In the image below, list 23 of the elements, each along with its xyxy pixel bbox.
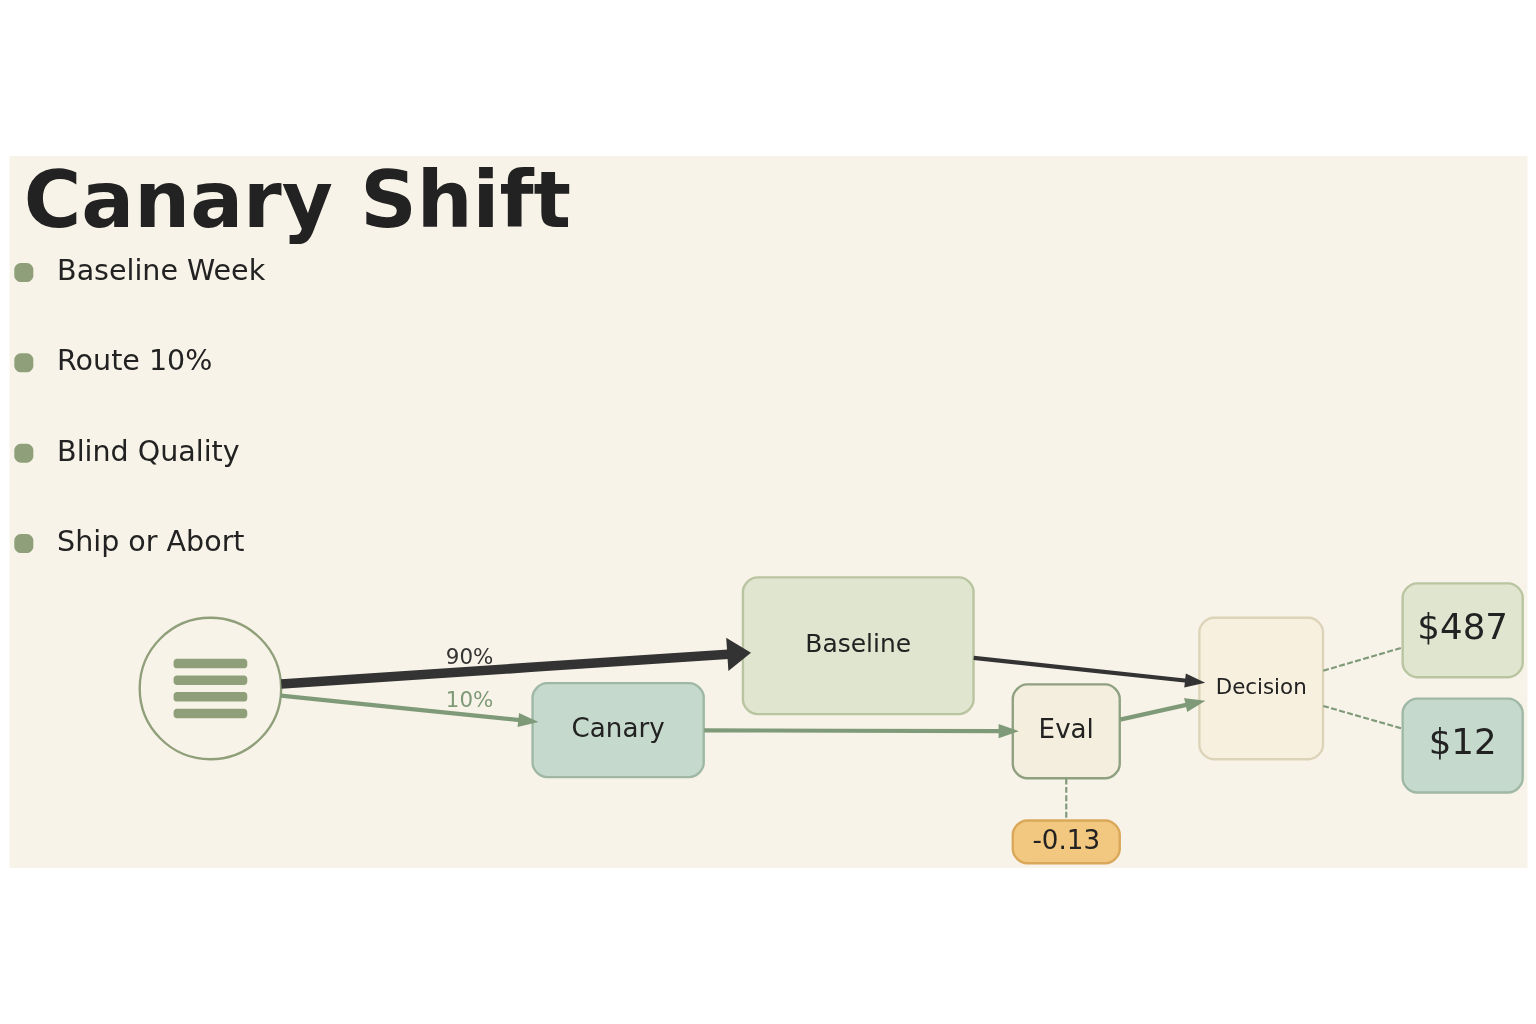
arrow bbox=[972, 655, 1205, 688]
node-circle bbox=[138, 616, 282, 761]
label: Blind Quality bbox=[56, 434, 240, 468]
label: Baseline Week bbox=[56, 253, 265, 287]
arrow bbox=[280, 637, 751, 689]
node-box: Decision bbox=[1197, 616, 1324, 761]
edge-label: 10% bbox=[445, 686, 493, 712]
node-box: -0.13 bbox=[1011, 819, 1121, 865]
label: Ship or Abort bbox=[56, 524, 245, 558]
node-box: $487 bbox=[1400, 582, 1524, 679]
arrow bbox=[703, 724, 1019, 739]
connector bbox=[1064, 778, 1067, 821]
node-box: Canary bbox=[530, 681, 705, 779]
diagram-title: Canary Shift bbox=[23, 154, 571, 247]
node-box: $12 bbox=[1400, 697, 1524, 794]
label: Route 10% bbox=[56, 344, 212, 378]
edge-label: 90% bbox=[445, 644, 493, 670]
node-box: Eval bbox=[1011, 683, 1121, 780]
arrow bbox=[280, 693, 538, 728]
node-box: Baseline bbox=[741, 576, 975, 716]
arrow bbox=[1119, 698, 1205, 722]
connector bbox=[1322, 646, 1403, 672]
connector bbox=[1322, 704, 1403, 730]
